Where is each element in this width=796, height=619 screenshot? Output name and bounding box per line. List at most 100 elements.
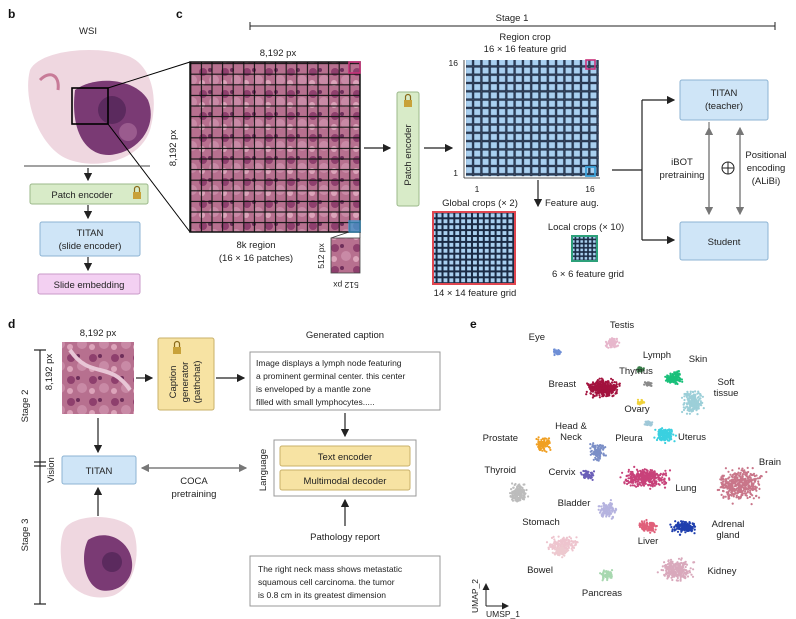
axis-1-bottom: 1 <box>475 184 480 194</box>
region-caption-line1: 8k region <box>236 240 275 251</box>
local-crop-grid <box>571 235 598 262</box>
cluster-bladder <box>597 499 618 520</box>
cluster-head-neck <box>589 442 608 462</box>
stage1-label: Stage 1 <box>496 13 529 24</box>
global-grid-label: 14 × 14 feature grid <box>434 288 517 299</box>
generated-caption-box <box>249 351 441 411</box>
vision-label: Vision <box>46 457 57 483</box>
slide-embedding-box <box>37 273 141 295</box>
wsi-thumbnail <box>28 50 154 164</box>
cluster-label-breast: Breast <box>549 379 577 390</box>
stage3-label: Stage 3 <box>20 519 31 552</box>
cluster-adrenal-gland <box>669 520 697 536</box>
caption-generator-box <box>157 337 215 411</box>
cluster-label-kidney: Kidney <box>707 566 736 577</box>
lock-icon <box>133 185 141 199</box>
cluster-pancreas <box>599 569 614 582</box>
feature-corner-pink <box>585 59 596 70</box>
caption-line-2: a prominent germinal center. this center <box>256 371 405 381</box>
teacher-line2: (teacher) <box>705 101 743 112</box>
feature-corner-blue <box>585 166 596 177</box>
caption-gen-line1: Caption <box>168 366 179 399</box>
cluster-label-pleura: Pleura <box>615 433 643 444</box>
cluster-brain <box>716 466 768 506</box>
coca-line2: pretraining <box>172 489 217 500</box>
d-titan-box <box>61 455 137 485</box>
cluster-pleura <box>643 420 654 427</box>
cluster-lymph <box>636 366 645 373</box>
pathology-report-title: Pathology report <box>310 532 380 543</box>
cluster-label-prostate: Prostate <box>483 433 518 444</box>
patch-encoder-vertical-box <box>396 91 420 207</box>
umap-plot <box>509 337 768 582</box>
text-encoder-label: Text encoder <box>318 452 372 463</box>
patch-encoder-vertical-label: Patch encoder <box>403 124 414 185</box>
report-line-3: is 0.8 cm in its greatest dimension <box>258 590 386 600</box>
cluster-label-bladder: Bladder <box>558 498 591 509</box>
d-titan-label: TITAN <box>86 466 113 477</box>
titan-slide-line1: TITAN <box>77 228 104 239</box>
cluster-label-cervix: Cervix <box>549 467 576 478</box>
cluster-prostate <box>535 436 552 453</box>
cluster-label-ovary: Ovary <box>624 404 650 415</box>
cluster-label-pancreas: Pancreas <box>582 588 622 599</box>
cluster-soft-tissue <box>680 390 705 416</box>
slide-embedding-label: Slide embedding <box>54 280 125 291</box>
cluster-liver <box>638 518 658 534</box>
cluster-breast <box>585 377 621 399</box>
feature-aug-label: Feature aug. <box>545 198 599 209</box>
umap-x-label: UMSP_1 <box>486 609 520 619</box>
wsi-region-box <box>71 87 109 125</box>
cluster-label-head-neck: Head &Neck <box>555 421 587 443</box>
region-px-label: 8,192 px <box>260 48 297 59</box>
ibot-line2: pretraining <box>660 170 705 181</box>
cluster-lung <box>619 465 672 490</box>
caption-line-4: filled with small lymphocytes..... <box>256 397 375 407</box>
multimodal-decoder-box <box>279 469 411 491</box>
cluster-label-lung: Lung <box>675 483 696 494</box>
student-label: Student <box>708 237 741 248</box>
cluster-skin <box>664 370 684 386</box>
lock-icon <box>173 340 181 354</box>
positional-line2: encoding <box>747 163 786 174</box>
coca-line1: COCA <box>180 476 208 487</box>
patch-encoder-box <box>29 183 149 205</box>
axis-16-top: 16 <box>449 58 459 68</box>
umap-y-label: UMAP_2 <box>470 579 480 613</box>
titan-slide-box <box>39 221 141 257</box>
lock-icon <box>404 93 412 107</box>
patch-encoder-label: Patch encoder <box>51 190 112 201</box>
patch-px-horizontal: 512 px <box>332 280 358 290</box>
d-side-px-label: 8,192 px <box>44 354 55 391</box>
region-corner-blue <box>348 220 361 233</box>
cluster-label-stomach: Stomach <box>522 517 560 528</box>
text-encoder-box <box>279 445 411 467</box>
ibot-line1: iBOT <box>671 157 693 168</box>
patch-px-vertical: 512 px <box>316 242 326 268</box>
wsi-label: WSI <box>79 26 97 37</box>
student-box <box>679 221 769 261</box>
cluster-thymus <box>643 381 653 387</box>
positional-line3: (ALiBi) <box>752 176 781 187</box>
cluster-eye <box>552 348 562 357</box>
cluster-label-thymus: Thymus <box>619 366 653 377</box>
report-line-1: The right neck mass shows metastatic <box>258 564 403 574</box>
panel-label-e: e <box>470 317 477 331</box>
caption-line-3: is enveloped by a mantle zone <box>256 384 371 394</box>
d-wsi-image <box>60 516 137 598</box>
local-grid-label: 6 × 6 feature grid <box>552 269 624 280</box>
positional-line1: Positional <box>745 150 786 161</box>
cluster-label-liver: Liver <box>638 536 659 547</box>
region-caption-line2: (16 × 16 patches) <box>219 253 293 264</box>
caption-line-1: Image displays a lymph node featuring <box>256 358 402 368</box>
stage2-label: Stage 2 <box>20 390 31 423</box>
region-px-vertical-label: 8,192 px <box>168 130 179 167</box>
cluster-thyroid <box>509 482 530 503</box>
patch-zoom-image <box>330 237 361 274</box>
language-label: Language <box>258 449 269 491</box>
cluster-label-bowel: Bowel <box>527 565 553 576</box>
cluster-label-testis: Testis <box>610 320 635 331</box>
